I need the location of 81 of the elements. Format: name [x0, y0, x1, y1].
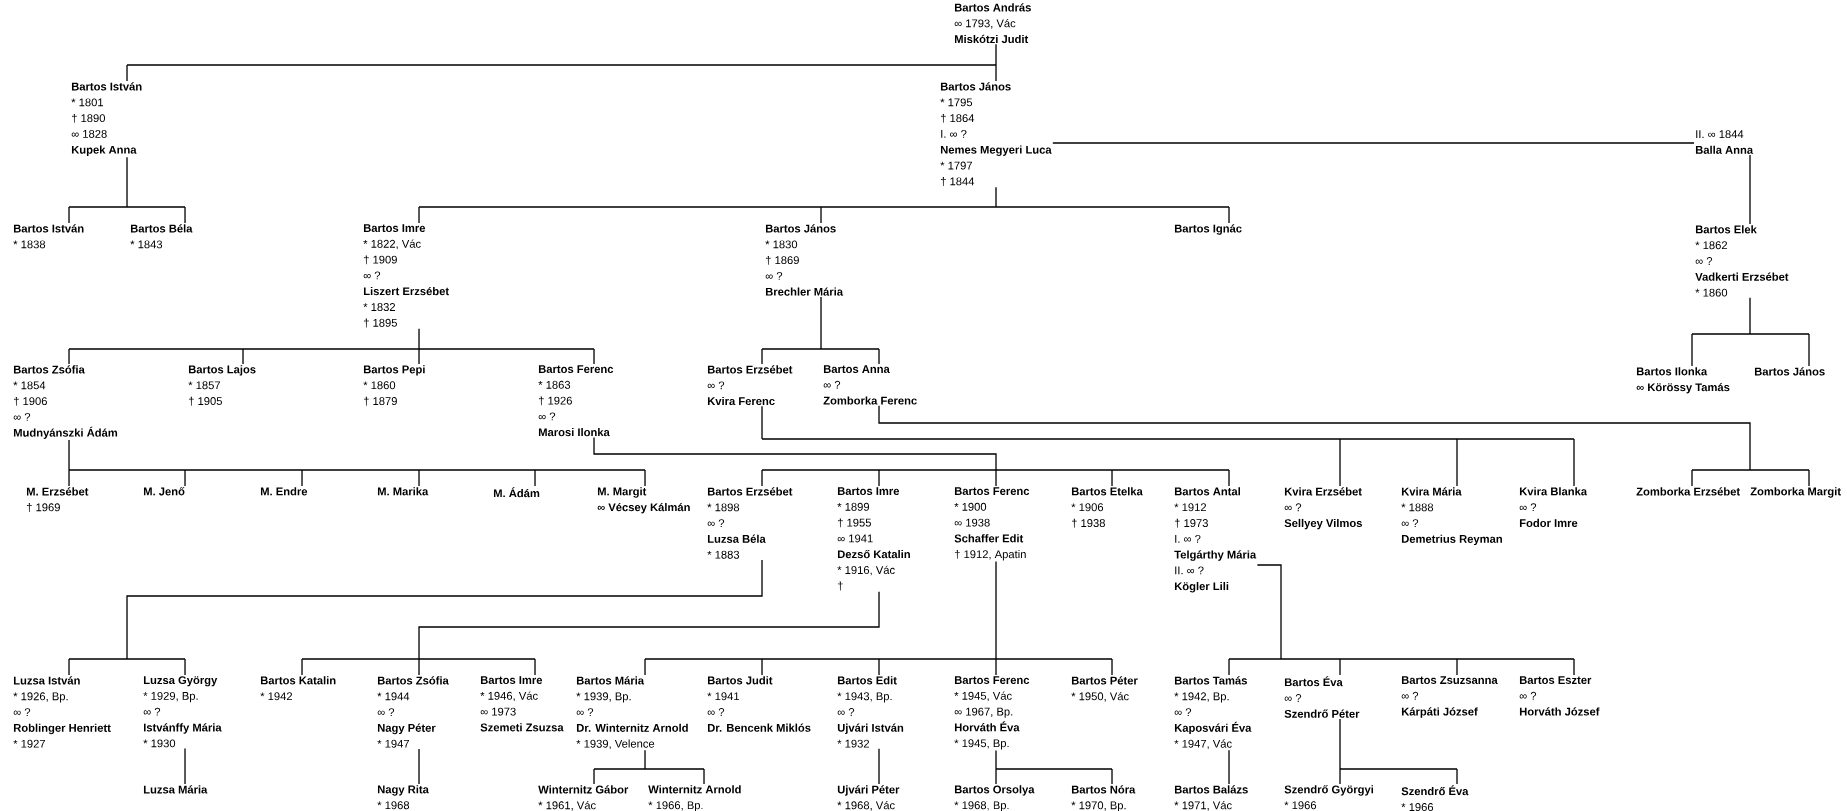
person-entry: Bartos Ferenc * 1863 † 1926 ∞ ? Marosi Ilonka — [538, 365, 614, 437]
person-entry: Bartos Edit * 1943, Bp. ∞ ? Ujvári István * 1932 — [837, 676, 904, 748]
person-entry: Bartos Zsuzsanna ∞ ? Kárpáti József — [1401, 676, 1498, 718]
person-entry: Nagy Rita * 1968 — [377, 785, 429, 810]
person-entry: M. Marika — [377, 487, 429, 496]
family-line — [68, 559, 763, 676]
family-line — [1339, 718, 1458, 785]
person-entry: Bartos István * 1801 † 1890 ∞ 1828 Kupek Anna — [71, 82, 142, 156]
family-line — [761, 405, 1575, 487]
family-line — [418, 748, 420, 785]
person-entry: Bartos András ∞ 1793, Vác Miskótzi Judit — [954, 3, 1031, 44]
person-entry: Bartos Lajos * 1857 † 1905 — [188, 365, 256, 406]
family-line — [761, 296, 880, 365]
family-line — [878, 405, 1810, 487]
person-entry: Bartos Balázs * 1971, Vác — [1174, 785, 1248, 811]
person-entry: Bartos Pepi * 1860 † 1879 — [363, 365, 425, 406]
person-entry: Szendrő Györgyi * 1966 — [1284, 785, 1374, 810]
person-entry: Bartos Péter * 1950, Vác — [1071, 676, 1138, 702]
person-entry: Bartos Erzsébet ∞ ? Kvira Ferenc — [707, 365, 793, 406]
family-line — [995, 749, 1113, 785]
person-entry: M. Margit ∞ Vécsey Kálmán — [597, 487, 690, 514]
family-line — [1691, 297, 1810, 367]
family-line — [1052, 142, 1695, 144]
family-line — [418, 186, 1230, 224]
person-entry: Bartos János * 1795 † 1864 I. ∞ ? Nemes Megyeri Luca * 1797 † 1844 — [940, 82, 1052, 186]
person-entry: Bartos János — [1754, 367, 1825, 376]
person-entry: M. Jenő — [143, 487, 185, 496]
person-entry: Luzsa György * 1929, Bp. ∞ ? Istvánffy Mária * 1930 — [143, 676, 222, 748]
person-entry: Bartos Eszter ∞ ? Horváth József — [1519, 676, 1600, 716]
person-entry: Bartos Zsófia * 1854 † 1906 ∞ ? Mudnyánszki Ádám — [13, 365, 118, 439]
family-line — [68, 328, 595, 365]
person-entry: Bartos Erzsébet * 1898 ∞ ? Luzsa Béla * 1883 — [707, 487, 793, 559]
person-entry: II. ∞ 1844 Balla Anna — [1695, 130, 1754, 154]
family-line — [68, 439, 646, 487]
person-entry: Bartos Imre * 1946, Vác ∞ 1973 Szemeti Zsuzsa — [480, 676, 564, 732]
person-entry: Bartos Tamás * 1942, Bp. ∞ ? Kaposvári Éva * 1947, Vác — [1174, 676, 1252, 750]
person-entry: Bartos Ferenc * 1900 ∞ 1938 Schaffer Edit † 1912, Apatin — [954, 487, 1030, 561]
person-entry: Zomborka Erzsébet — [1636, 487, 1740, 496]
person-entry: Bartos Elek * 1862 ∞ ? Vadkerti Erzsébet * 1860 — [1695, 225, 1789, 297]
person-entry: M. Ádám — [493, 487, 540, 498]
family-line — [1228, 749, 1230, 785]
person-entry: Bartos Judit * 1941 ∞ ? Dr. Bencenk Miklós — [707, 676, 811, 732]
person-entry: Winternitz Arnold * 1966, Bp. — [648, 785, 741, 811]
person-entry: Bartos Ignác — [1174, 224, 1242, 235]
person-entry: M. Endre — [260, 487, 308, 496]
family-line — [878, 748, 880, 785]
person-entry: Szendrő Éva * 1966 — [1401, 785, 1469, 811]
person-entry: M. Erzsébet † 1969 — [26, 487, 89, 512]
family-line — [593, 436, 1230, 487]
person-entry: Bartos János * 1830 † 1869 ∞ ? Brechler Mária — [765, 224, 844, 296]
person-entry: Ujvári Péter * 1968, Vác — [837, 785, 900, 811]
person-entry: Bartos Béla * 1843 — [130, 224, 193, 249]
person-entry: Kvira Erzsébet ∞ ? Sellyey Vilmos — [1284, 487, 1362, 530]
person-entry: Bartos Ilonka ∞ Körössy Tamás — [1636, 367, 1730, 394]
person-entry: Bartos Imre * 1822, Vác † 1909 ∞ ? Liszert Erzsébet * 1832 † 1895 — [363, 224, 449, 328]
family-line — [68, 156, 186, 224]
family-line — [126, 43, 997, 82]
person-entry: Bartos István * 1838 — [13, 224, 84, 249]
family-line — [1749, 154, 1751, 225]
person-entry: Bartos Nóra * 1970, Bp. — [1071, 785, 1136, 811]
person-entry: Luzsa Mária — [143, 785, 208, 794]
person-entry: Kvira Blanka ∞ ? Fodor Imre — [1519, 487, 1588, 527]
person-entry: Kvira Mária * 1888 ∞ ? Demetrius Reyman — [1401, 487, 1502, 546]
family-line — [1228, 564, 1575, 676]
person-entry: Bartos Katalin * 1942 — [260, 676, 336, 701]
person-entry: Bartos Éva ∞ ? Szendrő Péter — [1284, 676, 1360, 718]
family-line — [644, 560, 1113, 676]
person-entry: Bartos Antal * 1912 † 1973 I. ∞ ? Telgárthy Mária II. ∞ ? Kögler Lili — [1174, 487, 1257, 593]
person-entry: Winternitz Gábor * 1961, Vác — [538, 785, 629, 811]
person-entry: Bartos Zsófia * 1944 ∞ ? Nagy Péter * 1947 — [377, 676, 449, 748]
person-entry: Bartos Mária * 1939, Bp. ∞ ? Dr. Winternitz Arnold * 1939, Velence — [576, 676, 688, 750]
person-entry: Bartos Imre * 1899 † 1955 ∞ 1941 Dezső Katalin * 1916, Vác † — [837, 487, 910, 591]
person-entry: Luzsa István * 1926, Bp. ∞ ? Roblinger Henriett * 1927 — [13, 676, 111, 748]
family-line — [301, 591, 880, 676]
person-entry: Bartos Ferenc * 1945, Vác ∞ 1967, Bp. Horváth Éva * 1945, Bp. — [954, 676, 1030, 750]
person-entry: Bartos Etelka * 1906 † 1938 — [1071, 487, 1143, 528]
person-entry: Bartos Anna ∞ ? Zomborka Ferenc — [823, 365, 917, 405]
family-line — [184, 747, 186, 785]
person-entry: Zomborka Margit — [1750, 487, 1841, 498]
person-entry: Bartos Orsolya * 1968, Bp. — [954, 785, 1035, 811]
family-line — [593, 749, 705, 785]
